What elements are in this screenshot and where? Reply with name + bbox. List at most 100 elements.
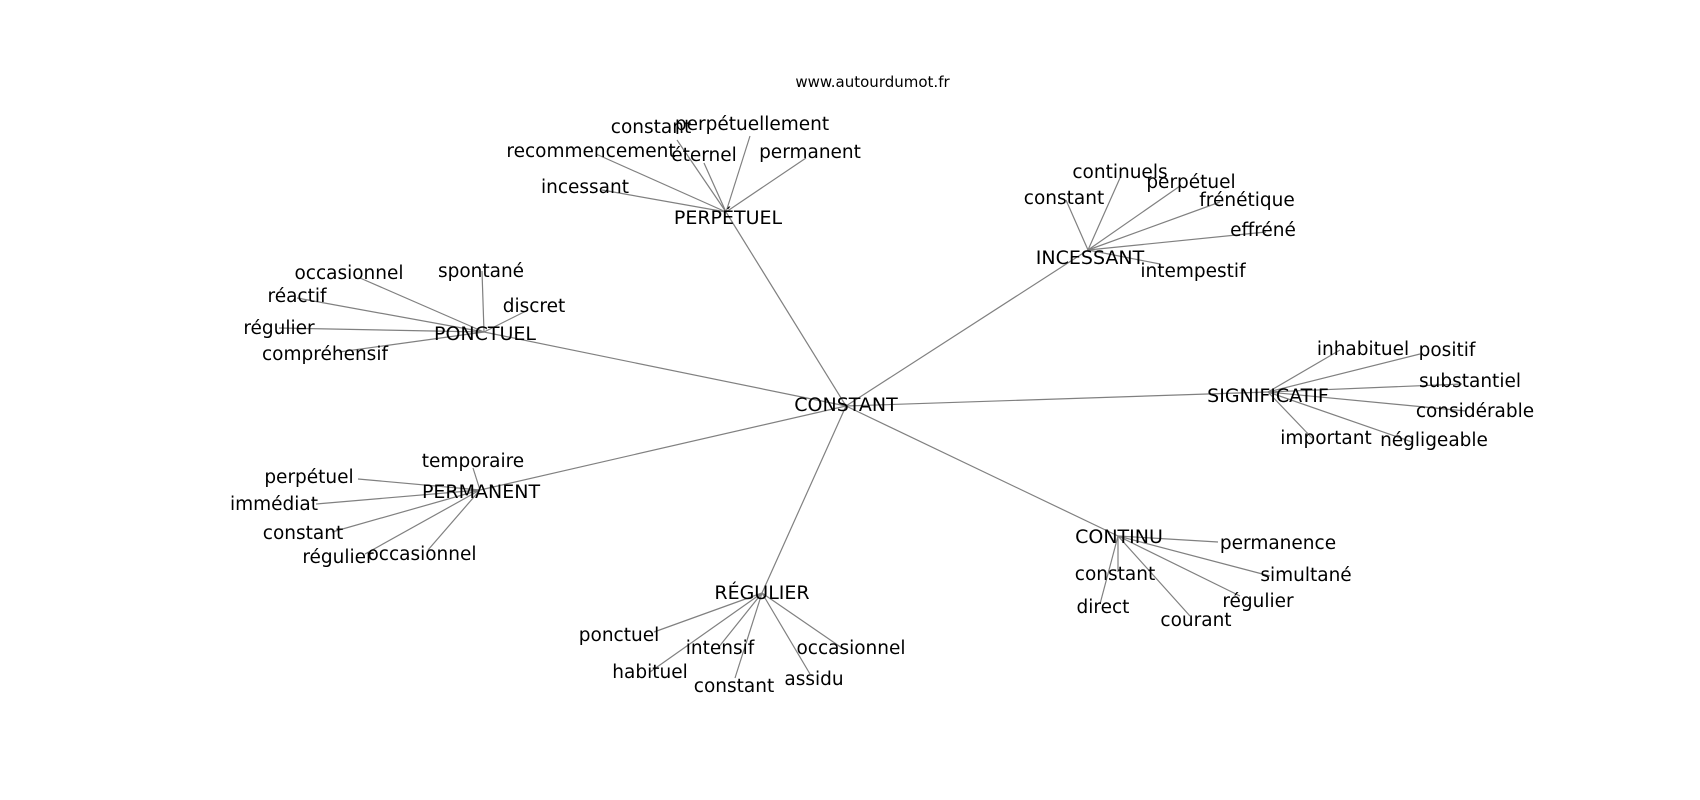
hub-word-significatif[interactable]: SIGNIFICATIF [1207,385,1329,407]
leaf-word[interactable]: permanence [1220,533,1336,554]
leaf-word[interactable]: spontané [438,261,524,282]
edge-permanent-leaf [472,467,481,491]
leaf-word[interactable]: discret [503,296,566,317]
leaf-word[interactable]: perpétuellement [675,114,829,135]
leaf-word[interactable]: perpétuel [1146,172,1235,193]
edge-regulier-leaf [761,592,811,675]
leaf-word[interactable]: constant [694,676,774,697]
leaf-word[interactable]: substantiel [1419,371,1521,392]
leaf-word[interactable]: occasionnel [294,263,403,284]
edge-center-permanent [479,405,847,491]
leaf-word[interactable]: simultané [1260,565,1351,586]
source-watermark: www.autourdumot.fr [795,73,950,91]
leaf-word[interactable]: constant [611,117,691,138]
leaf-word[interactable]: constant [1075,564,1155,585]
edge-continu-leaf [1117,535,1241,597]
edge-permanent-leaf [357,478,481,491]
leaf-word[interactable]: ponctuel [579,625,659,646]
hub-word-perpetuel[interactable]: PERPÉTUEL [674,206,783,229]
edge-center-perpetuel [725,211,847,407]
edge-ponctuel-leaf [359,277,485,333]
leaf-word[interactable]: temporaire [422,451,524,472]
edge-permanent-leaf [315,489,481,505]
leaf-word[interactable]: perpétuel [264,467,353,488]
leaf-word[interactable]: habituel [612,662,687,683]
edge-incessant-leaf [1065,199,1089,251]
hub-word-regulier[interactable]: RÉGULIER [714,581,809,604]
edge-perpetuel-leaf [601,189,727,213]
leaf-word[interactable]: important [1280,428,1371,449]
leaf-word[interactable]: occasionnel [796,638,905,659]
edge-significatif-leaf [1267,391,1313,439]
edge-regulier-leaf [734,592,763,679]
center-word[interactable]: CONSTANT [794,394,898,416]
edge-ponctuel-leaf [483,309,529,333]
edge-perpetuel-leaf [725,135,751,213]
leaf-word[interactable]: occasionnel [367,544,476,565]
edge-continu-leaf [1099,535,1119,605]
leaf-word[interactable]: frénétique [1199,190,1294,211]
leaf-word[interactable]: constant [263,523,343,544]
edge-ponctuel-leaf [338,331,485,353]
leaf-word[interactable]: permanent [759,142,861,163]
leaf-word[interactable]: positif [1419,340,1476,361]
hub-word-ponctuel[interactable]: PONCTUEL [434,323,536,345]
hub-word-permanent[interactable]: PERMANENT [422,481,540,503]
edge-ponctuel-leaf [278,327,485,333]
leaf-word[interactable]: intempestif [1140,261,1246,282]
edge-incessant-leaf [1087,177,1121,251]
leaf-word[interactable]: direct [1077,597,1130,618]
edge-significatif-leaf [1267,353,1421,393]
edge-regulier-leaf [649,592,763,673]
leaf-word[interactable]: éternel [671,145,737,166]
edge-incessant-leaf [1087,249,1161,265]
leaf-word[interactable]: compréhensif [262,344,388,365]
edge-significatif-leaf [1267,349,1341,393]
edge-permanent-leaf [427,489,481,551]
leaf-word[interactable]: continuels [1072,162,1167,183]
edge-center-significatif [845,391,1269,407]
leaf-word[interactable]: incessant [541,177,629,198]
edge-perpetuel-leaf [703,162,727,213]
leaf-word[interactable]: réactif [268,286,327,307]
edge-significatif-leaf [1267,383,1463,393]
graph-labels: CONSTANT PERPÉTUELconstantperpétuellemen… [230,114,1534,697]
hub-word-incessant[interactable]: INCESSANT [1036,247,1145,269]
edge-continu-leaf [1117,535,1219,543]
edge-ponctuel-leaf [296,297,485,333]
edge-incessant-leaf [1087,201,1221,251]
edge-center-incessant [845,249,1089,407]
leaf-word[interactable]: immédiat [230,494,318,515]
leaf-word[interactable]: assidu [784,669,843,690]
leaf-word[interactable]: négligeable [1380,430,1488,451]
edge-perpetuel-leaf [595,153,727,213]
edge-incessant-leaf [1087,231,1267,251]
edge-regulier-leaf [761,592,843,649]
edge-continu-leaf [1117,535,1191,617]
leaf-word[interactable]: effréné [1230,220,1296,241]
graph-edges [278,135,1467,679]
edge-ponctuel-leaf [481,270,485,333]
edge-significatif-leaf [1267,391,1467,412]
leaf-word[interactable]: recommencement [506,141,675,162]
leaf-word[interactable]: courant [1160,610,1231,631]
leaf-word[interactable]: intensif [686,638,755,659]
edge-significatif-leaf [1267,391,1413,443]
leaf-word[interactable]: constant [1024,188,1104,209]
edge-center-ponctuel [483,331,847,407]
leaf-word[interactable]: régulier [302,547,374,568]
leaf-word[interactable]: considérable [1416,401,1534,422]
edge-perpetuel-leaf [725,157,807,213]
edge-perpetuel-leaf [676,139,727,213]
leaf-word[interactable]: inhabituel [1317,339,1409,360]
edge-continu-leaf [1117,535,1271,577]
hub-word-continu[interactable]: CONTINU [1075,526,1163,548]
edge-center-regulier [761,405,847,594]
edge-incessant-leaf [1087,185,1181,251]
leaf-word[interactable]: régulier [1222,591,1294,612]
edge-center-continu [845,405,1119,537]
leaf-word[interactable]: régulier [243,318,315,339]
edge-permanent-leaf [364,489,481,555]
edge-regulier-leaf [653,592,763,633]
